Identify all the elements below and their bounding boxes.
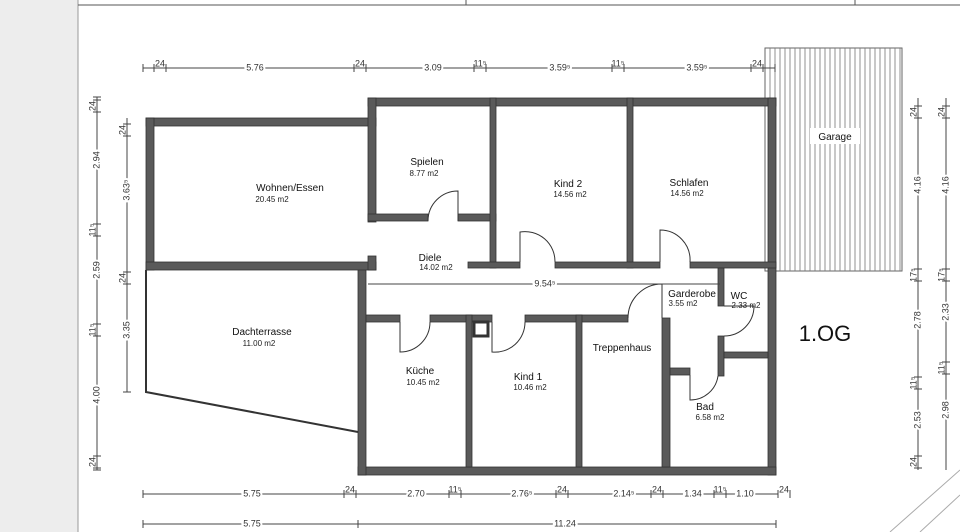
dimension-label: 11⁵ [87,323,97,336]
dimension-label: 11⁵ [713,484,726,494]
dimension-label: 1.34 [684,488,702,498]
dimension-label: 1.10 [736,488,754,498]
room-area: 10.45 m2 [406,378,440,387]
room-label-garage: Garage [818,132,852,143]
room-area: 2.33 m2 [732,301,761,310]
dimension-label: 5.75 [243,518,261,528]
dimension-label: 11⁵ [936,361,946,374]
dimension-label: 11⁵ [611,58,624,68]
room-label: Diele [419,253,442,264]
room-area: 14.56 m2 [670,189,704,198]
dimension-label: 11⁵ [473,58,486,68]
dimension-label: 3.63⁵ [121,179,131,201]
garage: Garage [764,47,903,272]
dimension-label: 17⁵ [908,268,918,282]
room-area: 10.46 m2 [513,383,547,392]
dimension-labels: 24 5.76 24 3.09 11⁵ 3.59⁵ 11⁵ 3.59⁵ 24 5.75 24 2.70… [87,58,952,530]
dimension-label: 24 [752,58,762,68]
terrace-outline [145,270,359,433]
dimension-label: 11.24 [554,518,576,528]
dimension-label: 2.53 [912,411,922,429]
dimension-label: 3.59⁵ [686,62,708,72]
dimension-label: 24 [908,107,918,117]
dimension-label-corridor: 9.54⁵ [534,278,556,288]
left-margin [0,0,78,532]
room-area: 11.00 m2 [243,339,276,348]
room-labels: Wohnen/Essen 20.45 m2 Spielen 8.77 m2 Ki… [232,157,851,422]
dimension-label: 24 [117,273,127,283]
room-area: 14.02 m2 [419,263,453,272]
room-label: Schlafen [670,178,709,189]
walls [145,97,777,476]
dimension-label: 4.16 [940,176,950,194]
dimension-label: 17⁵ [936,268,946,282]
dimension-label: 5.76 [246,62,264,72]
dimension-label: 3.09 [424,62,442,72]
room-label: Garderobe [668,289,716,300]
dimension-label: 5.75 [243,488,261,498]
room-label: WC [731,291,748,302]
dimension-label: 4.16 [912,176,922,194]
dimension-label: 24 [779,484,789,494]
room-area: 3.55 m2 [669,299,698,308]
dimension-label: 24 [652,484,662,494]
dimension-label: 24 [155,58,165,68]
dimension-label: 2.14⁵ [613,488,635,498]
dimension-label: 24 [117,125,127,135]
dimension-label: 24 [87,101,97,111]
dimension-label: 2.33 [940,303,950,321]
dimension-label: 2.70 [407,488,425,498]
room-area: 6.58 m2 [696,413,725,422]
dimension-label: 3.59⁵ [549,62,571,72]
dimension-label: 24 [355,58,365,68]
dimension-label: 24 [557,484,567,494]
frame-diagonal [919,494,960,532]
dimension-label: 2.98 [940,401,950,419]
dimension-label: 11⁵ [448,484,461,494]
room-label: Treppenhaus [593,343,652,354]
room-area: 8.77 m2 [410,169,439,178]
dimension-label: 11⁵ [908,376,918,389]
dimension-label: 24 [908,457,918,467]
room-label: Dachterrasse [232,327,292,338]
dimension-label: 2.59 [91,261,101,279]
room-label: Bad [696,402,714,413]
dimension-label: 4.00 [91,386,101,404]
room-area: 20.45 m2 [255,195,289,204]
floor-label: 1.OG [799,321,852,346]
dimension-label: 24 [345,484,355,494]
dimension-label: 24 [936,107,946,117]
dimension-label: 11⁵ [87,223,97,236]
room-label: Spielen [410,157,443,168]
dimension-label: 3.35 [121,321,131,339]
room-label: Kind 2 [554,179,583,190]
frame-diagonal [889,469,960,532]
dimension-ticks [93,64,950,528]
room-label: Küche [406,366,435,377]
room-label: Wohnen/Essen [256,183,324,194]
dimension-label: 24 [87,457,97,467]
dimension-label: 2.78 [912,311,922,329]
room-area: 14.56 m2 [553,190,587,199]
room-label: Kind 1 [514,372,543,383]
dimension-label: 2.76⁵ [511,488,533,498]
dimension-label: 2.94 [91,151,101,169]
